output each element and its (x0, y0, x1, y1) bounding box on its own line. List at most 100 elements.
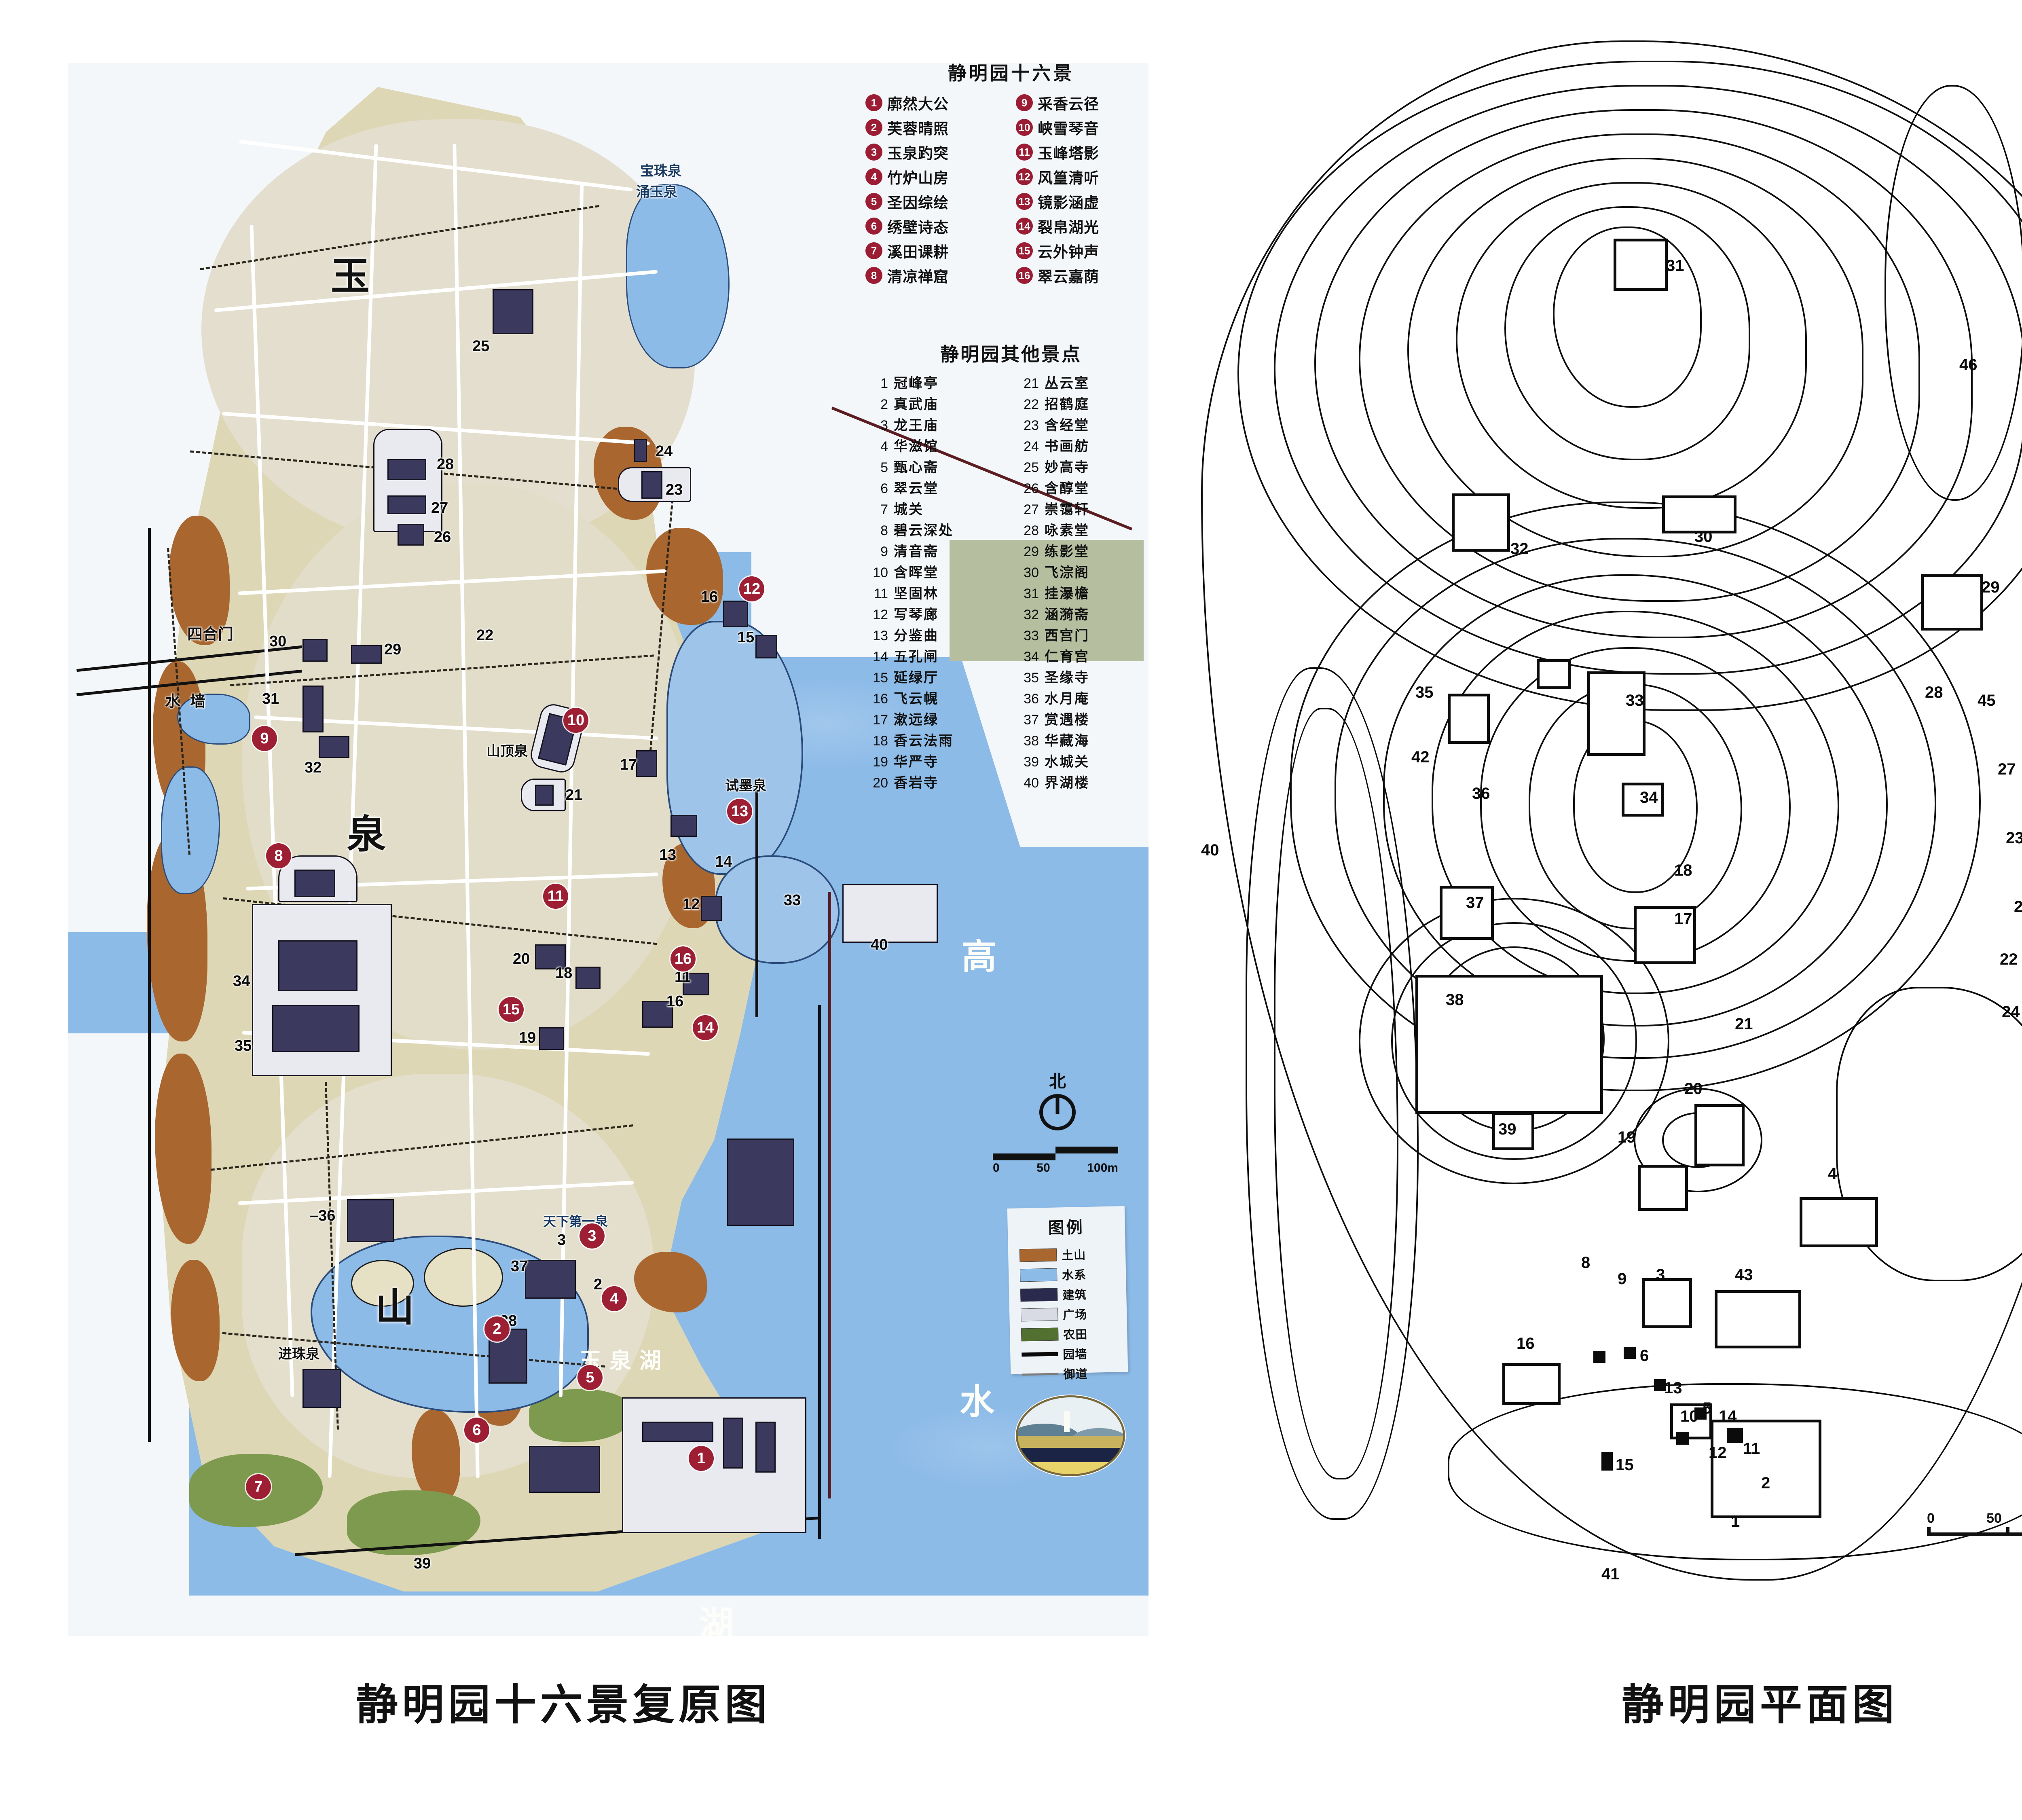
scene-marker-4[interactable]: 4 (602, 1286, 627, 1311)
scene-badge: 4 (865, 168, 882, 185)
scene-marker-2[interactable]: 2 (484, 1316, 510, 1342)
caption-left-figure: 静明园十六景复原图 (356, 1682, 771, 1729)
spot-number: 25 (1024, 460, 1039, 475)
building-26 (398, 524, 424, 546)
building-jinzhuquan (302, 1369, 341, 1408)
scene-marker-13[interactable]: 13 (727, 799, 752, 824)
plan-building-4 (1800, 1197, 1878, 1247)
plan-num-1: 1 (1731, 1513, 1740, 1530)
spot-label: 坚固林 (894, 586, 939, 601)
scene-marker-11[interactable]: 11 (543, 884, 568, 909)
west-pond-a (177, 694, 250, 745)
scene-marker-15[interactable]: 15 (499, 997, 524, 1022)
scale-bar-left-map: 0 50 100m (993, 1147, 1118, 1175)
scene-marker-7[interactable]: 7 (246, 1474, 271, 1499)
plan-se-water (1836, 987, 2022, 1281)
building-13 (670, 815, 697, 837)
building-35 (272, 1005, 360, 1052)
scene-marker-16[interactable]: 16 (670, 946, 696, 971)
scene-label: 翠云嘉荫 (1038, 269, 1099, 285)
plan-num-20: 20 (1684, 1080, 1703, 1098)
scene-marker-6[interactable]: 6 (464, 1418, 489, 1443)
spot-number: 16 (873, 691, 888, 707)
restored-scenery-map[interactable]: 玉 泉 山 高 水 湖 宝珠泉 涌玉泉 四合门 水墙 山顶泉 试墨泉 天下第一泉… (68, 63, 1148, 1636)
scene-marker-14[interactable]: 14 (693, 1015, 718, 1040)
scene-marker-3[interactable]: 3 (580, 1223, 605, 1249)
vignette-band-gold (1018, 1436, 1123, 1448)
building-1a (642, 1422, 713, 1442)
scene-marker-9[interactable]: 9 (252, 726, 277, 751)
scene-marker-8[interactable]: 8 (266, 843, 291, 868)
plan-building-17-18 (1634, 906, 1696, 964)
scene-marker-12[interactable]: 12 (739, 576, 764, 601)
plan-building-29 (1921, 574, 1983, 631)
plan-number-12: 12 (683, 896, 700, 913)
scene-marker-1[interactable]: 1 (689, 1446, 714, 1471)
earth-hill-sw (171, 1260, 220, 1381)
plan-number-22: 22 (476, 627, 494, 644)
map-char-yu: 玉 (331, 255, 370, 298)
scene-marker-5[interactable]: 5 (577, 1365, 603, 1390)
scene-marker-10[interactable]: 10 (563, 708, 588, 733)
plan-num-31: 31 (1666, 257, 1684, 275)
site-plan-map[interactable]: 31 46 32 30 29 35 42 33 34 28 45 27 36 2… (1197, 36, 2022, 1598)
spot-number: 23 (1024, 418, 1039, 433)
